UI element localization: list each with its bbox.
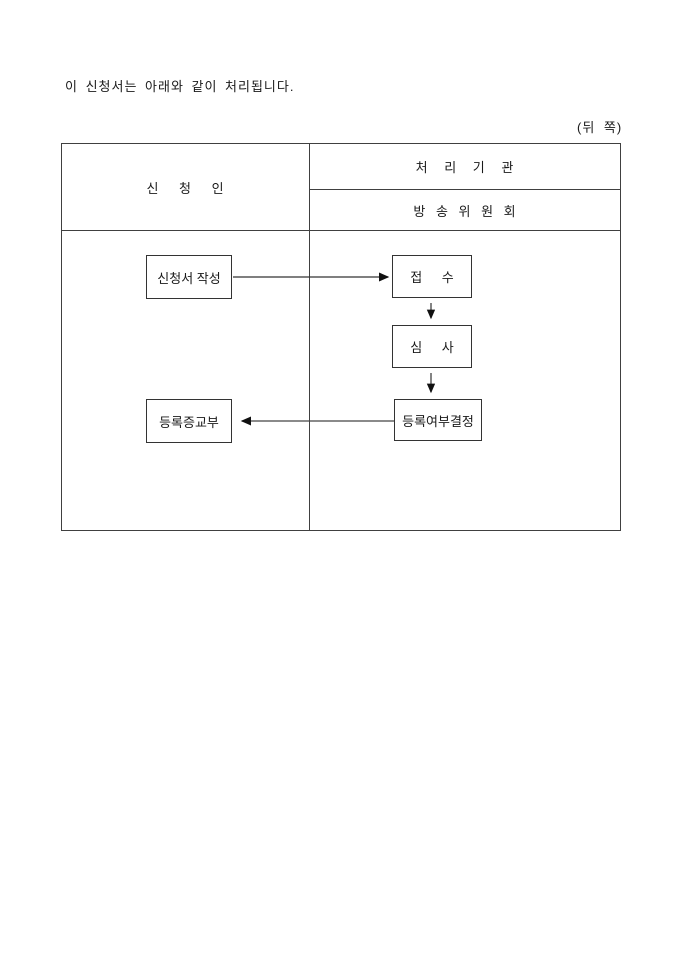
processing-table: 신 청 인 처 리 기 관 방 송 위 원 회 신청서 작성 접 수 심 사 등…	[61, 143, 621, 531]
flow-box-write-application: 신청서 작성	[146, 255, 232, 299]
page-side-label: (뒤 쪽)	[577, 120, 623, 135]
column-divider	[309, 231, 310, 530]
flow-box-registration-decision: 등록여부결정	[394, 399, 482, 441]
applicant-header-cell: 신 청 인	[62, 144, 310, 231]
flow-box-review: 심 사	[392, 325, 472, 368]
flow-box-certificate-issuance: 등록증교부	[146, 399, 232, 443]
flow-box-receipt: 접 수	[392, 255, 472, 298]
processing-agency-header-cell: 처 리 기 관	[310, 144, 620, 190]
agency-name-cell: 방 송 위 원 회	[310, 190, 620, 231]
intro-text: 이 신청서는 아래와 같이 처리됩니다.	[65, 79, 295, 94]
